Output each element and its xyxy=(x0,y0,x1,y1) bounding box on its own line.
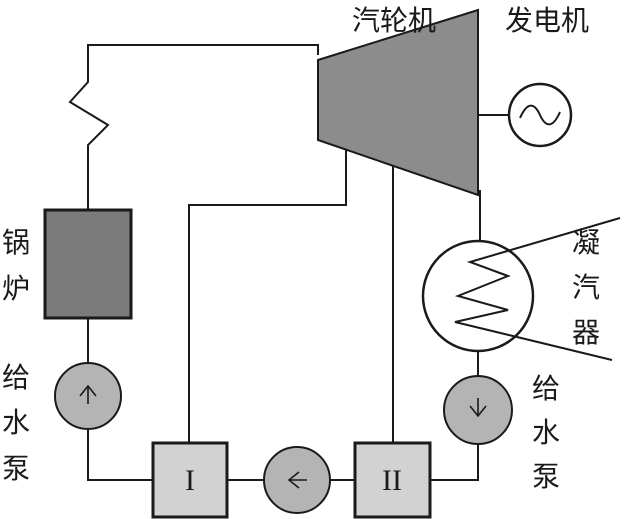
condensate-pipe-2 xyxy=(430,445,479,481)
generator-label: 发电机 xyxy=(505,4,589,37)
feed-pump-left-label-1: 给 xyxy=(2,361,30,394)
boiler-label-1: 锅 xyxy=(2,226,30,259)
feed-pump-right-label-3: 泵 xyxy=(532,460,560,493)
main-steam-pipe xyxy=(68,44,319,210)
zigzag-coil-icon xyxy=(454,217,621,361)
turbine xyxy=(317,8,479,197)
condenser-label-3: 器 xyxy=(572,316,600,349)
turbine-label: 汽轮机 xyxy=(352,4,436,37)
feedwater-pipe-1 xyxy=(87,430,153,481)
feed-pump-left-label-3: 泵 xyxy=(2,452,30,485)
condenser xyxy=(421,239,535,353)
condenser-label-2: 汽 xyxy=(572,271,600,304)
extraction-pipe-1 xyxy=(188,150,347,443)
heater-2-label: II xyxy=(382,464,402,497)
feed-pump-left-label-2: 水 xyxy=(2,406,30,439)
sine-wave-icon xyxy=(519,104,561,126)
boiler-label-2: 炉 xyxy=(2,272,30,305)
condenser-label-1: 凝 xyxy=(572,226,600,259)
feed-pump-right-label-2: 水 xyxy=(532,416,560,449)
heater-2 xyxy=(353,441,432,519)
heater-1-label: I xyxy=(185,464,195,497)
heater-1 xyxy=(151,441,229,519)
boiler xyxy=(43,208,133,320)
feed-pump-right-label-1: 给 xyxy=(532,372,560,405)
